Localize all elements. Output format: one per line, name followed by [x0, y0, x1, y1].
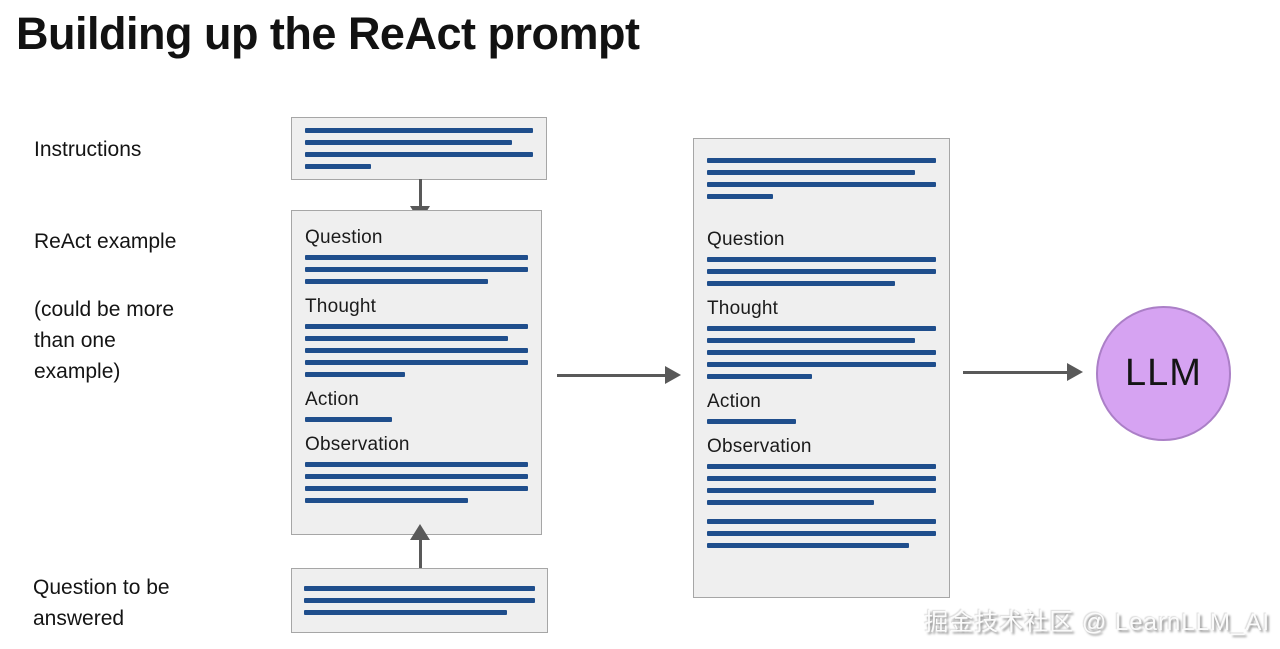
text-line-bar: [305, 164, 372, 169]
section-heading: Action: [707, 391, 762, 412]
text-line-bar: [707, 281, 895, 286]
text-line-bar: [707, 531, 936, 536]
text-line-bar: [304, 586, 535, 591]
text-lines-instructions: [707, 158, 936, 199]
section-heading: Observation: [707, 436, 812, 457]
section-thought: Thought: [707, 296, 936, 379]
text-line-bar: [305, 255, 528, 260]
text-line-bar: [305, 417, 392, 422]
react-example-box: Question Thought Action Observation: [291, 210, 542, 535]
label-instructions: Instructions: [34, 138, 142, 161]
text-line-bar: [305, 372, 406, 377]
text-line-bar: [305, 348, 528, 353]
text-line-bar: [707, 374, 813, 379]
text-line-bar: [305, 474, 528, 479]
text-line-bar: [707, 257, 936, 262]
text-line-bar: [707, 500, 875, 505]
section-heading: Thought: [707, 298, 779, 319]
text-line-bar: [707, 194, 774, 199]
arrow-head: [665, 366, 681, 384]
arrow-up-icon: [410, 524, 430, 568]
arrow-head: [410, 524, 430, 540]
arrow-line: [419, 538, 422, 568]
text-lines: [707, 257, 936, 286]
text-line-bar: [304, 610, 508, 615]
text-line-bar: [707, 464, 936, 469]
text-line-bar: [707, 519, 936, 524]
text-line-bar: [305, 267, 528, 272]
text-line-bar: [305, 498, 468, 503]
text-line-bar: [707, 170, 916, 175]
text-line-bar: [304, 598, 535, 603]
arrow-head: [1067, 363, 1083, 381]
section-thought: Thought: [305, 294, 528, 377]
section-heading: Thought: [305, 296, 377, 317]
label-question-to-answer: Question to be answered: [33, 576, 170, 630]
section-observation: Observation: [305, 432, 528, 503]
text-line-bar: [305, 140, 513, 145]
arrow-right-icon: [963, 363, 1085, 381]
label-example-note: (could be more than one example): [34, 298, 175, 383]
text-line-bar: [305, 462, 528, 467]
section-action: Action: [305, 387, 528, 422]
text-line-bar: [305, 486, 528, 491]
text-lines: [305, 462, 528, 503]
text-lines: [305, 324, 528, 377]
arrow-right-icon: [557, 366, 681, 384]
text-lines: [304, 586, 535, 615]
text-line-bar: [305, 360, 528, 365]
section-action: Action: [707, 389, 936, 424]
section-heading: Observation: [305, 434, 410, 455]
text-line-bar: [707, 158, 936, 163]
text-lines: [707, 326, 936, 379]
section-heading: Question: [305, 227, 383, 248]
text-line-bar: [707, 362, 936, 367]
arrow-line: [557, 374, 667, 377]
text-line-bar: [707, 350, 936, 355]
text-line-bar: [707, 488, 936, 493]
text-line-bar: [305, 152, 533, 157]
text-line-bar: [707, 182, 936, 187]
text-line-bar: [707, 269, 936, 274]
arrow-line: [419, 179, 422, 209]
text-line-bar: [707, 476, 936, 481]
llm-label: LLM: [1125, 352, 1202, 394]
text-line-bar: [305, 324, 528, 329]
section-question: Question: [305, 225, 528, 284]
text-line-bar: [707, 419, 797, 424]
text-line-bar: [707, 326, 936, 331]
instructions-box: [291, 117, 547, 180]
combined-prompt-box: Question Thought Action Observation: [693, 138, 950, 598]
section-observation: Observation: [707, 434, 936, 505]
page-title: Building up the ReAct prompt: [16, 8, 640, 59]
text-line-bar: [305, 336, 508, 341]
text-line-bar: [305, 279, 488, 284]
text-lines: [305, 255, 528, 284]
text-lines: [707, 464, 936, 505]
section-question: Question: [707, 227, 936, 286]
text-lines: [305, 128, 533, 169]
text-lines-question: [707, 519, 936, 548]
arrow-line: [963, 371, 1069, 374]
llm-circle: LLM: [1096, 306, 1231, 441]
text-line-bar: [305, 128, 533, 133]
label-react-example: ReAct example: [34, 230, 177, 253]
text-line-bar: [707, 338, 916, 343]
section-heading: Question: [707, 229, 785, 250]
watermark: 掘金技术社区 @ LearnLLM_AI: [924, 609, 1270, 636]
text-lines: [305, 417, 528, 422]
section-heading: Action: [305, 389, 360, 410]
text-lines: [707, 419, 936, 424]
text-line-bar: [707, 543, 909, 548]
question-to-answer-box: [291, 568, 548, 633]
